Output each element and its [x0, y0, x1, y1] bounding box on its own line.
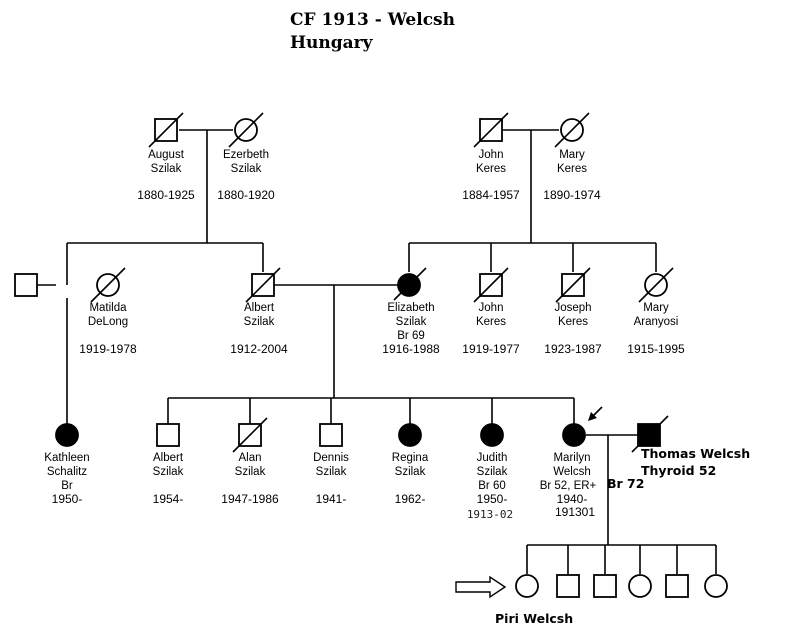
name-line: DeLong [88, 316, 128, 328]
extra-note: 191301 [555, 505, 595, 519]
chart-title-line1: CF 1913 - Welcsh [290, 10, 455, 30]
name-line: Br 69 [397, 330, 425, 342]
name-line: Judith [477, 452, 508, 464]
name-line: Mary [643, 302, 669, 314]
spouse-unnamed-male [14, 273, 38, 297]
name-line: Keres [476, 163, 506, 175]
years: 1950- [477, 492, 508, 506]
child-male [593, 574, 617, 598]
child-female-proband [515, 574, 539, 598]
person-albert-szilak-sr: Albert Szilak 1912-2004 [230, 267, 288, 356]
name-line: Dennis [313, 452, 349, 464]
name-line: Szilak [151, 163, 182, 175]
relationship-lines [37, 129, 717, 574]
person-regina-szilak: Regina Szilak 1962- [392, 423, 429, 506]
indicator-arrow-icon [588, 406, 603, 421]
person-kathleen-schalitz: Kathleen Schalitz Br 1950- [44, 423, 90, 506]
name-line: Ezerbeth [223, 149, 269, 161]
years: 1880-1925 [137, 188, 195, 202]
years: 1880-1920 [217, 188, 275, 202]
person-judith-szilak: Judith Szilak Br 60 1950- 1913-02 [467, 423, 513, 521]
person-alan-szilak: Alan Szilak 1947-1986 [221, 417, 279, 506]
person-elizabeth-szilak: Elizabeth Szilak Br 69 1916-1988 [382, 267, 440, 356]
name-line: Alan [238, 452, 261, 464]
person-john-keres-jr: John Keres 1919-1977 [462, 267, 520, 356]
years: 1890-1974 [543, 188, 601, 202]
person-mary-aranyosi: Mary Aranyosi 1915-1995 [627, 267, 685, 356]
proband-label: Piri Welcsh [495, 611, 573, 626]
years: 1916-1988 [382, 342, 440, 356]
name-line: August [148, 149, 185, 161]
years: 1950- [52, 492, 83, 506]
added-note: Br 72 [607, 476, 644, 491]
person-joseph-keres: Joseph Keres 1923-1987 [544, 267, 602, 356]
name-line: Mary [559, 149, 585, 161]
name-line: Keres [476, 316, 506, 328]
years: 1962- [395, 492, 426, 506]
person-matilda-delong: Matilda DeLong 1919-1978 [79, 267, 137, 356]
name-line: Szilak [477, 466, 508, 478]
name-line: Szilak [396, 316, 427, 328]
child-female [704, 574, 728, 598]
person-ezerbeth-szilak: Ezerbeth Szilak 1880-1920 [217, 112, 275, 202]
years: 1940- [557, 492, 588, 506]
name-line: Thomas Welcsh [641, 446, 750, 461]
person-john-keres-sr: John Keres 1884-1957 [462, 112, 520, 202]
person-dennis-szilak: Dennis Szilak 1941- [313, 423, 349, 506]
child-male [665, 574, 689, 598]
years: 1954- [153, 492, 184, 506]
name-line: Albert [153, 452, 184, 464]
name-line: Schalitz [47, 466, 88, 478]
person-mary-keres-sr: Mary Keres 1890-1974 [543, 112, 601, 202]
name-line: Szilak [153, 466, 184, 478]
name-line: Szilak [244, 316, 275, 328]
name-line: Welcsh [553, 466, 591, 478]
generation-4-children [515, 574, 728, 598]
name-line: John [479, 149, 504, 161]
name-line: Szilak [235, 466, 266, 478]
child-female [628, 574, 652, 598]
years: 1947-1986 [221, 492, 279, 506]
child-male [556, 574, 580, 598]
name-line: Joseph [554, 302, 591, 314]
name-line: Br [61, 480, 73, 492]
proband-arrow-icon [455, 575, 507, 599]
years: 1884-1957 [462, 188, 520, 202]
person-marilyn-welcsh-proband-mother: Marilyn Welcsh Br 52, ER+ Br 72 1940- 19… [540, 406, 644, 519]
years: 1941- [316, 492, 347, 506]
person-thomas-welcsh: Thomas Welcsh Thyroid 52 [631, 415, 750, 478]
name-line: Elizabeth [387, 302, 434, 314]
years: 1915-1995 [627, 342, 685, 356]
name-line: Thyroid 52 [641, 463, 716, 478]
chart-title-line2: Hungary [290, 33, 374, 53]
name-line: Szilak [316, 466, 347, 478]
name-line: Albert [244, 302, 275, 314]
name-line: Szilak [395, 466, 426, 478]
name-line: Matilda [89, 302, 127, 314]
name-line: Marilyn [553, 452, 590, 464]
name-line: Br 52, ER+ [540, 480, 597, 492]
name-line: John [479, 302, 504, 314]
handwritten-note: 1913-02 [467, 508, 513, 521]
years: 1923-1987 [544, 342, 602, 356]
person-albert-szilak-jr: Albert Szilak 1954- [153, 423, 184, 506]
years: 1912-2004 [230, 342, 288, 356]
name-line: Aranyosi [634, 316, 679, 328]
years: 1919-1978 [79, 342, 137, 356]
name-line: Regina [392, 452, 429, 464]
name-line: Szilak [231, 163, 262, 175]
name-line: Keres [558, 316, 588, 328]
years: 1919-1977 [462, 342, 520, 356]
person-august-szilak: August Szilak 1880-1925 [137, 112, 195, 202]
name-line: Br 60 [478, 480, 506, 492]
name-line: Keres [557, 163, 587, 175]
name-line: Kathleen [44, 452, 89, 464]
